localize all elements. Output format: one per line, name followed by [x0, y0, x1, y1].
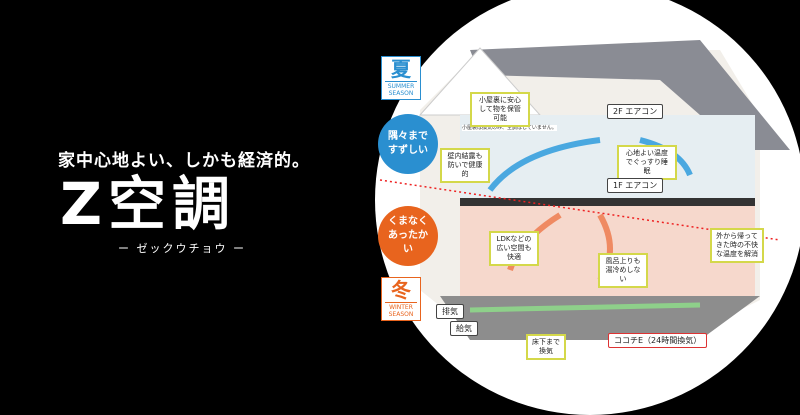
note-return: 外から帰ってきた時の不快な温度を解消 — [710, 228, 764, 263]
note-ldk: LDKなどの広い空間も快適 — [489, 231, 539, 266]
tagline: 家中心地よい、しかも経済的。 — [58, 151, 310, 171]
cool-air-arrow — [487, 137, 601, 192]
summer-kanji: 夏 — [391, 57, 411, 81]
winter-kanji: 冬 — [391, 278, 411, 302]
winter-badge: 冬 WINTER SEASON — [381, 277, 421, 321]
winter-english: WINTER SEASON — [385, 302, 417, 318]
summer-bubble: 隅々まですずしい — [378, 114, 438, 174]
note-wall: 壁内結露も防いで健康的 — [440, 148, 490, 183]
underfloor — [440, 296, 760, 340]
floor-slab — [460, 198, 755, 206]
logo: Z空調 — [60, 170, 237, 238]
winter-bubble: くまなくあったかい — [378, 206, 438, 266]
note-underfloor: 床下まで換気 — [526, 334, 566, 360]
tag-2f-aircon: 2F エアコン — [607, 104, 664, 119]
note-attic: 小屋裏に安心して物を保管可能 — [470, 92, 530, 127]
tag-exhaust: 排気 — [436, 304, 464, 319]
tag-ventilation: ココチE（24時間換気） — [608, 333, 708, 348]
duct — [469, 302, 701, 313]
tag-supply: 給気 — [450, 321, 478, 336]
note-bath: 風呂上りも湯冷めしない — [598, 253, 648, 288]
note-attic-sub: 小屋裏は換気のみ、空調はしていません。 — [462, 125, 557, 131]
summer-english: SUMMER SEASON — [385, 81, 417, 97]
summer-badge: 夏 SUMMER SEASON — [381, 56, 421, 100]
logo-reading: ー ゼックウチョウ ー — [118, 242, 246, 255]
note-sleep: 心地よい温度でぐっすり睡眠 — [617, 145, 677, 180]
tag-1f-aircon: 1F エアコン — [607, 178, 664, 193]
